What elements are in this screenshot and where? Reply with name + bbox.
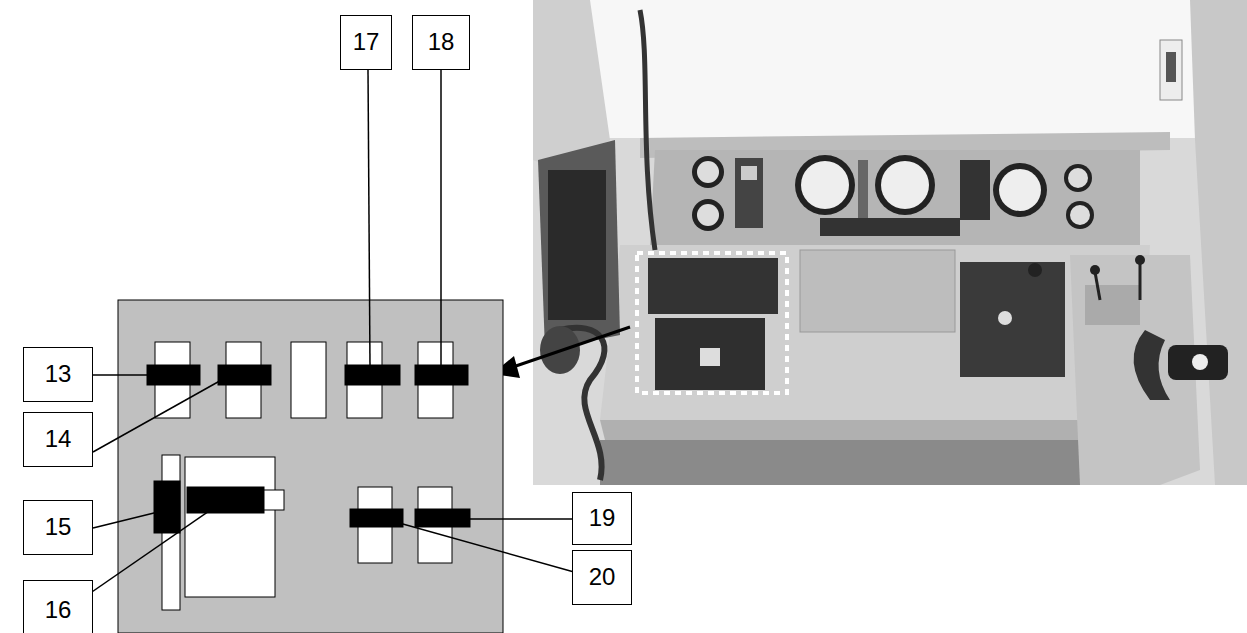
callout-number: 15 <box>45 514 72 540</box>
callout-box: 13 <box>23 347 93 402</box>
panel <box>118 300 503 633</box>
callout-box: 16 <box>23 580 93 633</box>
callout-box: 17 <box>340 15 392 70</box>
callout-box: 20 <box>572 550 632 605</box>
cab-photo <box>533 0 1247 485</box>
leader-lines <box>60 70 574 614</box>
switches <box>147 342 470 610</box>
pointer-arrow <box>510 327 630 368</box>
callout-box: 15 <box>23 500 93 555</box>
callout-number: 17 <box>353 29 380 55</box>
callout-number: 19 <box>589 505 616 531</box>
callout-number: 20 <box>589 564 616 590</box>
callout-box: 18 <box>412 15 470 70</box>
callout-box: 14 <box>23 412 93 467</box>
callout-number: 14 <box>45 426 72 452</box>
callout-number: 13 <box>45 361 72 387</box>
callout-number: 16 <box>45 597 72 623</box>
callout-number: 18 <box>428 29 455 55</box>
callout-box: 19 <box>572 492 632 545</box>
